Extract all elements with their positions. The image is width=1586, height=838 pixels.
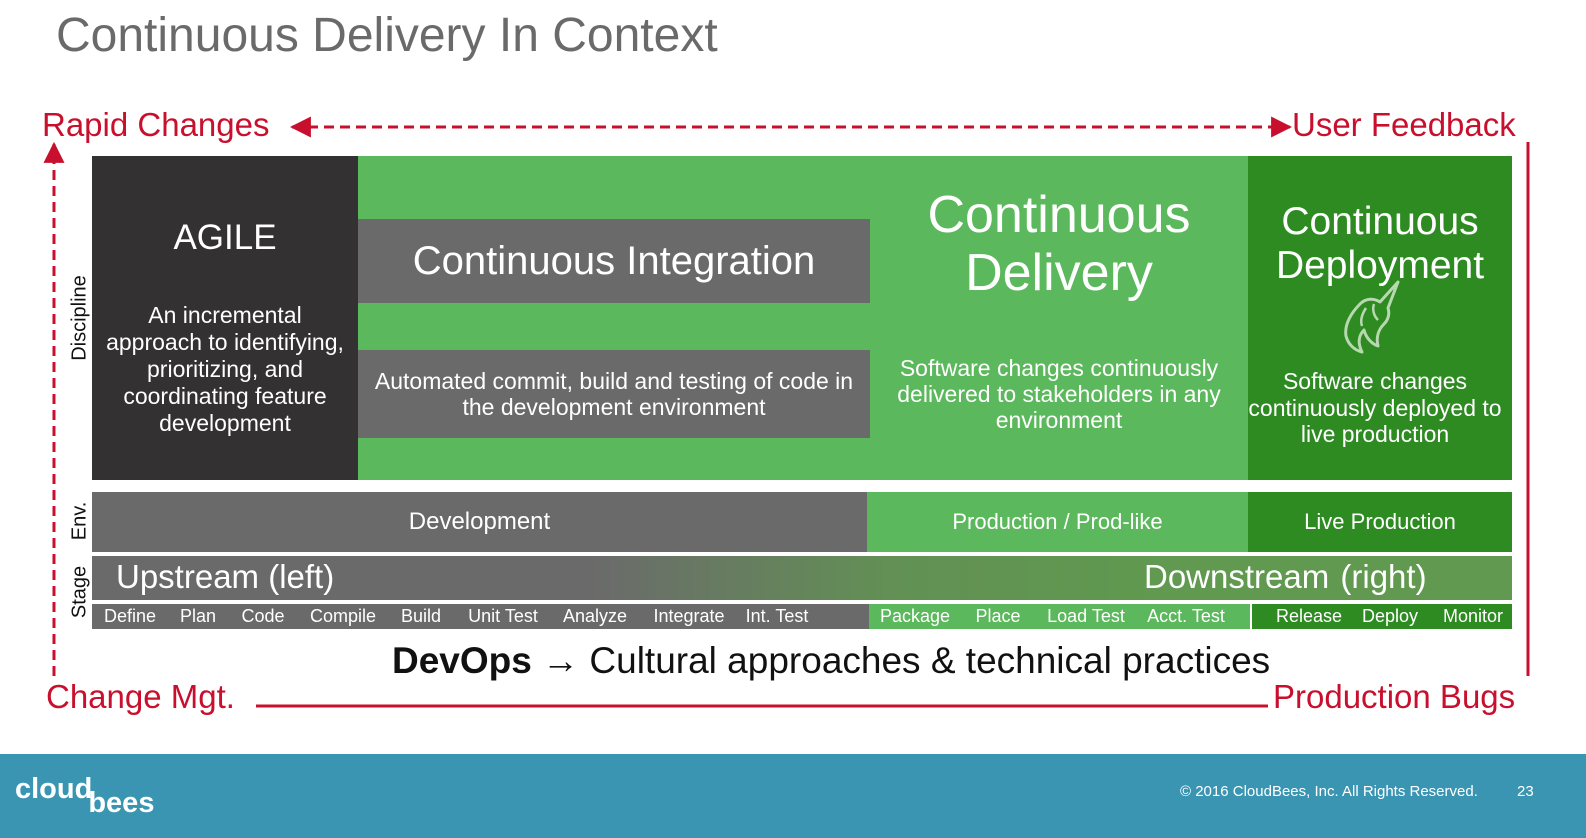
step-build: Build: [400, 606, 442, 626]
step-integrate: Integrate: [653, 606, 725, 626]
agile-description: An incremental approach to identifying, …: [106, 302, 344, 436]
cloudbees-logo: cloudbees: [15, 773, 154, 819]
user-feedback-label: User Feedback: [1292, 106, 1516, 143]
step-place: Place: [975, 606, 1021, 626]
ci-title: Continuous Integration: [412, 238, 816, 283]
ci-description: Automated commit, build and testing of c…: [374, 368, 854, 420]
env-development: Development: [92, 492, 867, 552]
rapid-changes-label: Rapid Changes: [42, 106, 270, 143]
devops-statement: DevOps → Cultural approaches & technical…: [392, 640, 1270, 682]
step-unit-test: Unit Test: [468, 606, 538, 626]
cd-title: Continuous Delivery: [927, 186, 1191, 302]
deployment-description: Software changes continuously deployed t…: [1248, 368, 1502, 447]
step-analyze: Analyze: [562, 606, 628, 626]
ci-description-box: Automated commit, build and testing of c…: [358, 350, 870, 438]
env-production: Production / Prod-like: [867, 492, 1248, 552]
steps-deployment: Release Deploy Monitor: [1252, 604, 1512, 629]
deployment-box: [1248, 156, 1512, 480]
devops-bold: DevOps: [392, 640, 532, 681]
agile-box: [92, 156, 358, 480]
deployment-title: Continuous Deployment: [1275, 200, 1485, 287]
step-plan: Plan: [179, 606, 217, 626]
stage-gradient-band: [92, 556, 1512, 600]
unicorn-icon: [1344, 280, 1400, 354]
footer-bar: [0, 754, 1586, 838]
step-package: Package: [879, 606, 951, 626]
devops-text: Cultural approaches & technical practice…: [589, 640, 1271, 681]
env-live-label: Live Production: [1304, 509, 1456, 534]
downstream-label: Downstream (right): [1144, 558, 1427, 595]
step-acct-test: Acct. Test: [1147, 606, 1225, 626]
step-release: Release: [1275, 606, 1343, 626]
copyright-text: © 2016 CloudBees, Inc. All Rights Reserv…: [1180, 783, 1478, 800]
env-live-production: Live Production: [1248, 492, 1512, 552]
step-int-test: Int. Test: [745, 606, 809, 626]
arrow-right-icon: →: [542, 640, 580, 681]
row-label-env: Env.: [68, 501, 91, 541]
cd-description: Software changes continuously delivered …: [897, 355, 1221, 433]
upstream-label: Upstream (left): [116, 558, 335, 595]
step-load-test: Load Test: [1047, 606, 1125, 626]
steps-delivery: Package Place Load Test Acct. Test: [869, 604, 1250, 629]
ci-title-box: Continuous Integration: [358, 219, 870, 303]
production-bugs-label: Production Bugs: [1273, 678, 1516, 715]
env-production-label: Production / Prod-like: [952, 509, 1163, 534]
page-number: 23: [1517, 783, 1534, 800]
row-label-stage: Stage: [68, 565, 91, 619]
steps-development: Define Plan Code Compile Build Unit Test…: [92, 604, 869, 629]
change-mgt-label: Change Mgt.: [46, 678, 235, 715]
env-development-label: Development: [408, 508, 551, 535]
page-title: Continuous Delivery In Context: [56, 9, 718, 62]
step-deploy: Deploy: [1361, 606, 1419, 626]
logo-part-2: bees: [88, 787, 155, 819]
step-compile: Compile: [309, 606, 377, 626]
step-monitor: Monitor: [1442, 606, 1504, 626]
logo-part-1: cloud: [15, 773, 93, 805]
step-code: Code: [241, 606, 285, 626]
step-define: Define: [103, 606, 157, 626]
agile-title: AGILE: [173, 218, 277, 257]
row-label-discipline: Discipline: [68, 275, 91, 361]
